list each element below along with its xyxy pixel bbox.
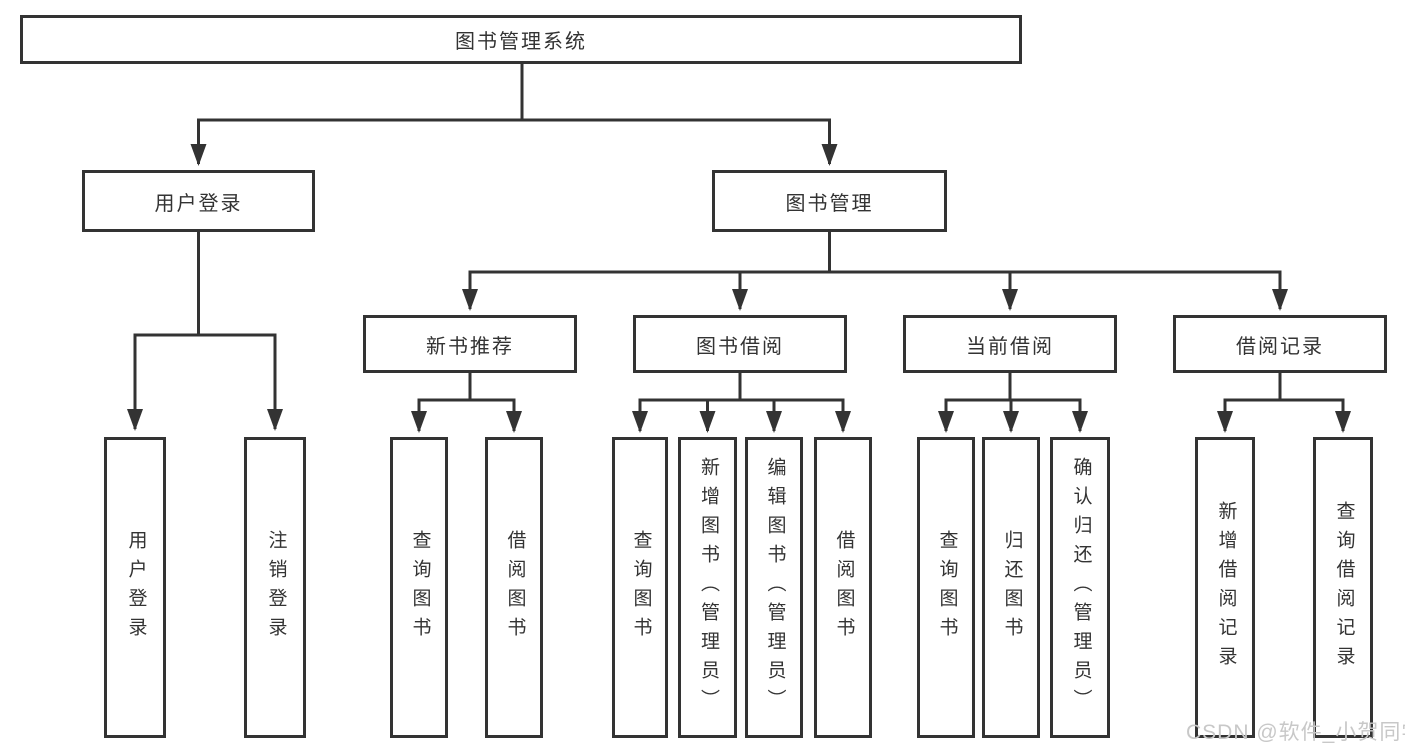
connector-arrows — [127, 120, 1351, 433]
leaf-add-borrow-record-label: 新增借阅记录 — [1215, 500, 1237, 675]
leaf-recommend-borrow-books: 借阅图书 — [485, 437, 543, 738]
leaf-add-books-admin: 新增图书（管理员） — [678, 437, 737, 738]
leaf-logout: 注销登录 — [244, 437, 306, 738]
csdn-watermark: CSDN @软件_小贺同学 — [1186, 721, 1405, 744]
leaf-confirm-return-admin: 确认归还（管理员） — [1050, 437, 1110, 738]
node-book-borrowing: 图书借阅 — [633, 315, 847, 373]
leaf-current-query-books: 查询图书 — [917, 437, 975, 738]
leaf-add-borrow-record: 新增借阅记录 — [1195, 437, 1255, 738]
leaf-current-query-books-label: 查询图书 — [936, 529, 958, 646]
leaf-recommend-borrow-books-label: 借阅图书 — [504, 529, 526, 646]
leaf-recommend-query-books: 查询图书 — [390, 437, 448, 738]
leaf-borrowing-query-books-label: 查询图书 — [630, 529, 652, 646]
leaf-logout-label: 注销登录 — [265, 529, 287, 646]
leaf-query-borrow-record-label: 查询借阅记录 — [1333, 500, 1355, 675]
leaf-borrowing-query-books: 查询图书 — [612, 437, 668, 738]
node-book-management: 图书管理 — [712, 170, 947, 232]
leaf-query-borrow-record: 查询借阅记录 — [1313, 437, 1373, 738]
connector-spines — [133, 64, 1345, 402]
leaf-edit-books-admin: 编辑图书（管理员） — [745, 437, 803, 738]
node-borrowing-records: 借阅记录 — [1173, 315, 1387, 373]
leaf-return-books: 归还图书 — [982, 437, 1040, 738]
leaf-borrowing-borrow-books-label: 借阅图书 — [833, 529, 855, 646]
leaf-borrowing-borrow-books: 借阅图书 — [814, 437, 872, 738]
leaf-add-books-admin-label: 新增图书（管理员） — [697, 457, 719, 718]
leaf-return-books-label: 归还图书 — [1001, 529, 1023, 646]
leaf-confirm-return-admin-label: 确认归还（管理员） — [1070, 457, 1092, 718]
node-current-borrowing: 当前借阅 — [903, 315, 1117, 373]
leaf-recommend-query-books-label: 查询图书 — [409, 529, 431, 646]
node-user-login: 用户登录 — [82, 170, 315, 232]
node-new-book-recommendation: 新书推荐 — [363, 315, 577, 373]
leaf-user-login-label: 用户登录 — [125, 529, 147, 646]
leaf-edit-books-admin-label: 编辑图书（管理员） — [764, 457, 786, 718]
node-root: 图书管理系统 — [20, 15, 1022, 64]
leaf-user-login: 用户登录 — [104, 437, 166, 738]
